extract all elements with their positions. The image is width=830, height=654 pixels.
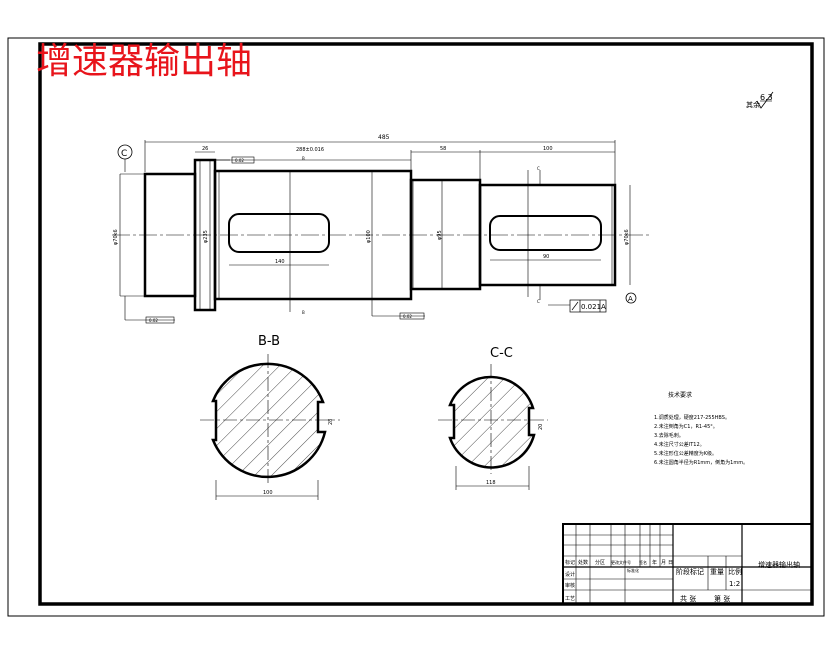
svg-text:0.02: 0.02 (149, 318, 158, 323)
svg-text:0.02: 0.02 (403, 314, 412, 319)
dim-cc-width: 118 (486, 480, 496, 486)
tb-scale-label: 比例 (728, 567, 742, 576)
tb-part-name: 增速器输出轴 (758, 560, 800, 569)
dim-right-diameter: φ70k6 (624, 229, 630, 245)
dim-middle-span: 288±0.016 (296, 147, 324, 153)
tb-sheet-no: 第 张 (714, 594, 730, 603)
section-mark-c-top: C (537, 166, 540, 171)
svg-text:0.02: 0.02 (235, 158, 244, 163)
tech-req-item-3: 3.去除毛刺。 (654, 432, 684, 439)
tb-header-month: 月 (661, 560, 666, 566)
tb-header-count: 处数 (578, 559, 588, 566)
roughness-check-icon (756, 91, 774, 109)
tb-header-year: 年 (652, 559, 657, 566)
section-cc-view: 118 20 (438, 364, 548, 490)
shaft-step (409, 178, 482, 291)
tb-stage-mark: 阶段标记 (676, 567, 704, 576)
dim-main-diameter: φ100 (366, 230, 372, 243)
section-mark-b-bottom: B (302, 310, 305, 315)
title-block (562, 523, 813, 605)
keyway-left (228, 213, 330, 253)
dim-left-diameter: φ70k6 (113, 229, 119, 245)
tb-sheets-total: 共 张 (680, 594, 696, 603)
section-mark-b-top: B (302, 156, 305, 161)
dim-collar-diameter: φ235 (203, 230, 209, 243)
roughness-symbol: 其余 6.3 (746, 91, 774, 109)
tb-label-design: 设计 (565, 571, 575, 578)
dim-right-span-b: 100 (543, 146, 553, 152)
dim-bb-depth: 28 (328, 419, 334, 425)
svg-text:A: A (601, 303, 606, 311)
dim-overall-length: 485 (378, 134, 390, 141)
tolerance-box-bottom-right: 0.02 (399, 312, 425, 320)
dimension-lines (119, 140, 631, 321)
sheet-inner-frame (38, 42, 814, 606)
svg-text:A: A (628, 295, 633, 303)
section-cc-label: C-C (490, 346, 513, 361)
tb-header-change-doc: 更改文件号 (611, 559, 631, 565)
section-bb-label: B-B (258, 334, 280, 349)
tb-label-mark: 标记 (565, 559, 575, 566)
dim-right-span-a: 58 (440, 146, 446, 152)
keyway-right (489, 215, 602, 251)
dim-keyway-right: 90 (543, 254, 549, 260)
section-bb-view: 100 28 (200, 354, 340, 500)
tb-header-sign: 签名 (639, 559, 647, 565)
svg-text:0.021: 0.021 (581, 303, 601, 311)
tolerance-box-bottom-left: 0.02 (145, 316, 175, 324)
drawing-title: 增速器输出轴 (36, 41, 252, 82)
tb-header-zone: 分区 (595, 559, 605, 566)
dim-left-flange: 26 (202, 146, 208, 152)
svg-text:C: C (121, 149, 127, 159)
tolerance-box-top: 0.02 (231, 156, 255, 164)
dim-keyway-left: 140 (275, 259, 285, 265)
roughness-value: 6.3 (760, 93, 773, 102)
tb-header-day: 日 (668, 560, 673, 566)
right-journal (478, 183, 617, 287)
technical-requirements: 技术要求 1.调质处理，硬度217-255HBS。 2.未注倒角为C1，R1-4… (654, 391, 748, 466)
shaft-main-view (112, 158, 650, 312)
runout-tolerance-frame: 0.021 A (569, 299, 607, 313)
datum-a-symbol: A (625, 292, 637, 304)
tech-req-item-6: 6.未注圆角半径为R1mm，倒角为1mm。 (654, 459, 748, 466)
datum-c-symbol: C (117, 144, 133, 172)
tb-label-process: 工艺 (565, 596, 575, 602)
tb-standardization: 标准化 (627, 567, 639, 573)
tb-weight: 重量 (710, 568, 724, 576)
runout-arrow-icon (571, 301, 579, 311)
sheet-outer-border (7, 37, 825, 617)
tb-scale-value: 1:2 (729, 580, 740, 588)
dim-cc-depth: 20 (538, 424, 544, 430)
tech-req-heading: 技术要求 (668, 391, 692, 399)
tech-req-item-1: 1.调质处理，硬度217-255HBS。 (654, 414, 730, 421)
tech-req-item-2: 2.未注倒角为C1，R1-45°。 (654, 423, 718, 430)
dim-bb-width: 100 (263, 490, 273, 496)
tb-label-review: 审核 (565, 582, 575, 589)
tech-req-item-4: 4.未注尺寸公差IT12。 (654, 441, 705, 448)
dim-step-diameter: φ95 (437, 230, 443, 240)
tech-req-item-5: 5.未注形位公差精度为K级。 (654, 450, 717, 457)
roughness-label: 其余 (746, 100, 760, 109)
section-mark-c-bottom: C (537, 299, 540, 304)
